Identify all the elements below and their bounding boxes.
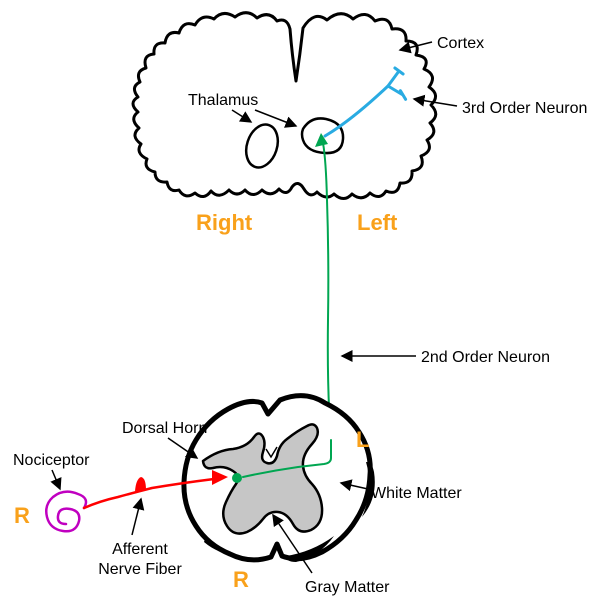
brain-outline xyxy=(131,11,438,200)
second-order-neuron-terminal-arrowhead xyxy=(315,133,328,147)
gray-matter-shape xyxy=(201,423,324,535)
action-potential-bump xyxy=(135,477,146,491)
central-canal-mark xyxy=(265,446,278,459)
right-label: Right xyxy=(196,210,253,235)
afferent-label-line2: Nerve Fiber xyxy=(98,561,182,578)
dorsal-horn-arrow xyxy=(167,437,199,459)
third-order-neuron-axon xyxy=(323,84,390,138)
r-marker-bottom-label: R xyxy=(233,567,249,592)
nociceptor-ending xyxy=(45,490,88,533)
thalamus-right-side-shape xyxy=(244,123,280,169)
thalamus-label: Thalamus xyxy=(188,92,258,109)
thalamus-arrow-left xyxy=(231,109,253,123)
third-order-neuron-label: 3rd Order Neuron xyxy=(462,100,587,117)
white-matter-label: White Matter xyxy=(371,485,462,502)
cortex-label: Cortex xyxy=(437,35,484,52)
afferent-fiber xyxy=(82,477,216,510)
dorsal-horn-label: Dorsal Horn xyxy=(122,420,207,437)
cortex-arrow xyxy=(398,41,433,54)
afferent-terminal-arrowhead xyxy=(212,470,228,485)
gray-matter-label: Gray Matter xyxy=(305,579,390,596)
spinal-cord-shading-bottom-right xyxy=(286,536,334,562)
nociceptor-label: Nociceptor xyxy=(13,452,90,469)
left-label: Left xyxy=(357,210,398,235)
afferent-label-line1: Afferent xyxy=(112,541,168,558)
spinal-cord-shading-bottom-left xyxy=(204,536,238,556)
spinal-cord-shading-right xyxy=(362,462,375,517)
second-order-neuron-soma-top xyxy=(232,473,242,483)
white-matter-arrow xyxy=(339,479,369,492)
r-marker-left-label: R xyxy=(14,503,30,528)
thalamus-arrow-right xyxy=(254,109,298,128)
third-order-neuron-terminal xyxy=(386,66,408,101)
nociceptor-arrow xyxy=(50,469,62,491)
gray-matter-arrow xyxy=(272,513,313,574)
second-order-neuron-label: 2nd Order Neuron xyxy=(421,349,550,366)
afferent-arrow xyxy=(131,497,145,536)
third-order-neuron-arrow xyxy=(412,94,458,107)
l-marker-label: L xyxy=(356,427,369,452)
second-order-neuron-axon-in-cord xyxy=(242,439,332,478)
